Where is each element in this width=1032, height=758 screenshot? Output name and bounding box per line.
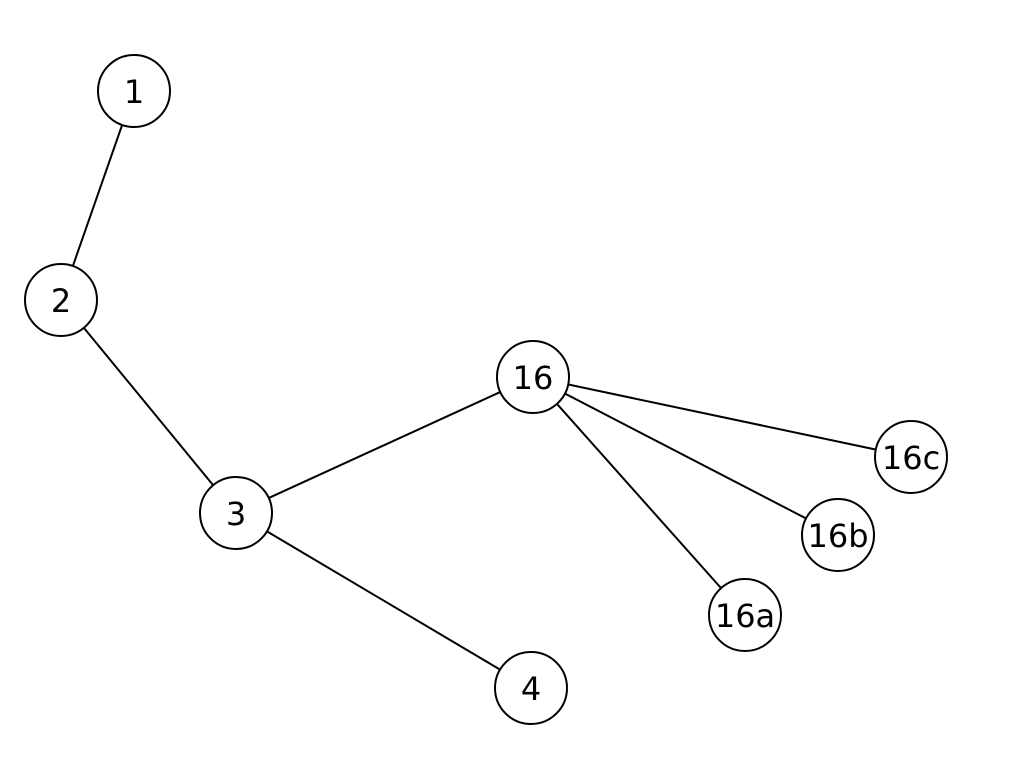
node-16b: 16b <box>801 498 875 572</box>
node-circle-16b <box>801 498 875 572</box>
node-1: 1 <box>97 54 171 128</box>
node-circle-16c <box>874 420 948 494</box>
node-circle-1 <box>97 54 171 128</box>
node-2: 2 <box>24 263 98 337</box>
node-label-1: 1 <box>124 73 144 111</box>
node-3: 3 <box>199 476 273 550</box>
node-16: 16 <box>496 340 570 414</box>
edges-group <box>60 90 912 689</box>
node-circle-4 <box>494 651 568 725</box>
node-circle-16 <box>496 340 570 414</box>
node-label-16a: 16a <box>715 597 775 635</box>
edge-16-16b <box>532 376 839 536</box>
edge-2-3 <box>60 299 237 514</box>
node-label-16b: 16b <box>807 517 868 555</box>
node-circle-3 <box>199 476 273 550</box>
node-label-16c: 16c <box>882 439 940 477</box>
edge-3-16 <box>235 376 534 514</box>
node-label-2: 2 <box>51 282 71 320</box>
node-16c: 16c <box>874 420 948 494</box>
node-label-3: 3 <box>226 495 246 533</box>
edge-3-4 <box>235 512 532 689</box>
node-label-16: 16 <box>513 359 554 397</box>
node-16a: 16a <box>708 578 782 652</box>
node-circle-2 <box>24 263 98 337</box>
node-circle-16a <box>708 578 782 652</box>
node-4: 4 <box>494 651 568 725</box>
edge-16-16a <box>532 376 746 616</box>
node-label-4: 4 <box>521 670 541 708</box>
edge-16-16c <box>532 376 912 458</box>
nodes-group: 1 2 3 4 16 16a 16b 16c <box>24 54 948 725</box>
